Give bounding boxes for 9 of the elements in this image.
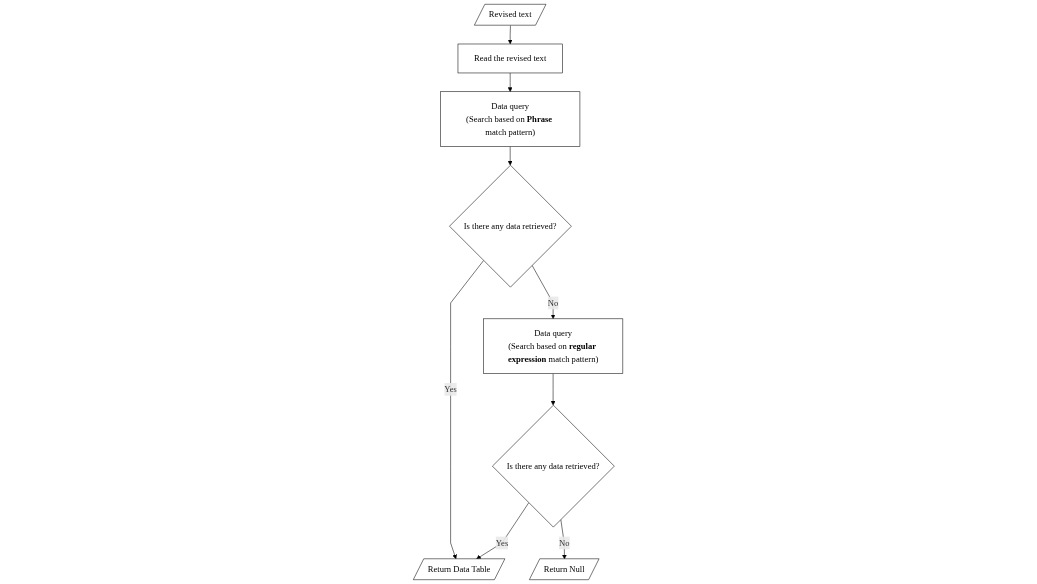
node-diamond: Is there any data retrieved? [492,404,615,528]
edge-label: Yes [496,538,509,548]
node-box: Data query (Search based on Phrase match pattern) [440,91,581,147]
node-diamond: Is there any data retrieved? [449,165,573,288]
node-box: Data query (Search based on regular expression match pattern) [483,318,624,374]
edge-label: No [559,538,570,548]
node-box: Read the revised text [458,43,564,74]
edge-label: Yes [444,384,458,394]
edge-label: No [548,298,559,308]
